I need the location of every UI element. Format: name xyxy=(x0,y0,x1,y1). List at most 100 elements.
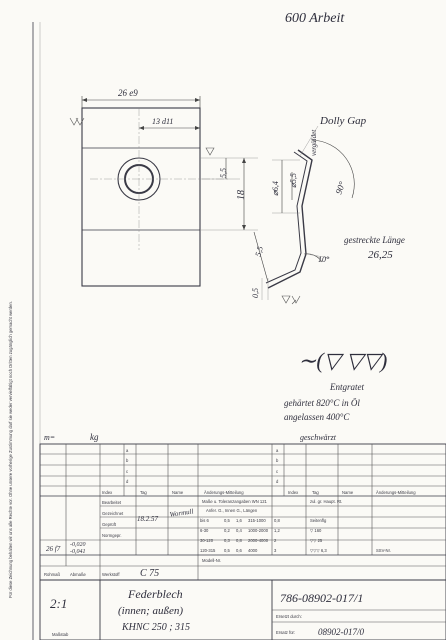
side-view: ⌀6,4 ⌀5,5 90° 10° 5,5 0,5 vergüldet xyxy=(251,129,355,305)
dim-55b-label: 5,5 xyxy=(254,245,265,257)
svg-text:1,2: 1,2 xyxy=(274,528,280,533)
svg-text:1,6: 1,6 xyxy=(236,518,242,523)
svg-text:bis 6: bis 6 xyxy=(200,518,210,523)
rev-header: Tag xyxy=(312,490,319,495)
fit-upper: -0,020 xyxy=(70,542,86,548)
title-line-1: Federblech xyxy=(127,587,183,601)
rev-header: Änderungs-Mitteilung xyxy=(376,490,416,495)
revision-letters: a b c d a b c d xyxy=(126,448,279,484)
rev-letter: b xyxy=(126,458,129,463)
rev-letter: c xyxy=(276,469,278,474)
svg-text:2: 2 xyxy=(274,538,277,543)
blackened-note: geschwärzt xyxy=(300,433,337,442)
dim-18-label: 18 xyxy=(236,190,247,200)
rev-header: Änderungs-Mitteilung xyxy=(204,490,244,495)
rev-header: Name xyxy=(172,490,184,495)
mass-label: m= xyxy=(44,433,55,442)
developed-length-label: gestreckte Länge xyxy=(344,235,405,245)
svg-text:120-315: 120-315 xyxy=(200,548,216,553)
side-legal-note: Für diese Zeichnung behalten wir uns all… xyxy=(8,301,13,598)
rev-letter: a xyxy=(276,448,279,453)
scale-label: Maßstab xyxy=(52,632,69,637)
svg-text:6-30: 6-30 xyxy=(200,528,209,533)
surface-mark-left xyxy=(69,117,85,126)
svg-text:0,5: 0,5 xyxy=(224,518,230,523)
svg-text:3: 3 xyxy=(274,548,277,553)
front-view xyxy=(69,107,230,287)
dim-hole-position: 13 d11 xyxy=(139,117,200,130)
rev-header: Tag xyxy=(140,490,147,495)
replaces-label: Ersatz für: xyxy=(276,630,295,635)
rohmass-label: Rohmaß xyxy=(44,572,60,577)
dim-width: 26 e9 xyxy=(81,88,201,108)
dim-hole-label: 13 d11 xyxy=(152,117,173,126)
angle-10-label: 10° xyxy=(318,255,330,264)
profile-outer xyxy=(267,149,313,289)
rev-letter: a xyxy=(126,448,129,453)
surface-symbol: ∼(▽ ▽▽) xyxy=(298,348,387,373)
svg-text:2000-4000: 2000-4000 xyxy=(248,538,269,543)
dim-width-label: 26 e9 xyxy=(118,88,138,98)
svg-text:0,8: 0,8 xyxy=(236,538,242,543)
svg-text:0,8: 0,8 xyxy=(274,518,280,523)
profile-inner xyxy=(265,151,308,284)
deburred-note: Entgratet xyxy=(329,382,364,392)
tolerance-header: Maße u. Toleranzangaben WN 121 xyxy=(202,499,268,504)
title-line-2: (innen; außen) xyxy=(118,605,183,617)
roles-column: Bearbeitet Gezeichnet Geprüft Normgepr. xyxy=(102,500,124,538)
svg-text:30-120: 30-120 xyxy=(200,538,214,543)
svg-text:0,4: 0,4 xyxy=(236,528,242,533)
role-label: Gezeichnet xyxy=(102,511,124,516)
rev-header: Name xyxy=(342,490,354,495)
surface-row: Seitenflg xyxy=(310,518,327,523)
drawn-date: 18.2.57 xyxy=(137,515,159,523)
angle-arc-90 xyxy=(311,139,355,199)
rev-letter: d xyxy=(126,479,129,484)
svg-text:1000-2000: 1000-2000 xyxy=(248,528,269,533)
replaces-value: 08902-017/0 xyxy=(318,627,364,637)
drawn-by: Wormull xyxy=(169,507,194,518)
developed-length-value: 26,25 xyxy=(368,249,393,261)
surface-row: ▽▽▽ 6,3 xyxy=(310,548,327,553)
svg-text:315-1000: 315-1000 xyxy=(248,518,266,523)
replaced-label: Ersetzt durch: xyxy=(276,614,302,619)
role-label: Normgepr. xyxy=(102,533,122,538)
rev-letter: d xyxy=(276,479,279,484)
tolerance-row: 120-315 0,5 0,6 4000 3 xyxy=(200,548,277,553)
surface-row: ▽▽ 25 xyxy=(310,538,323,543)
rev-letter: b xyxy=(276,458,279,463)
fit-code: 26 f7 xyxy=(46,545,61,553)
rev-header: Index xyxy=(288,490,299,495)
model-label: Modell-Nr. xyxy=(202,558,221,563)
mass-unit: kg xyxy=(90,432,99,442)
ssv-label: SSV-Nr. xyxy=(376,548,391,553)
title-block xyxy=(39,443,446,640)
svg-text:4000: 4000 xyxy=(248,548,258,553)
role-label: Bearbeitet xyxy=(102,500,122,505)
surface-table: zul. gr. Haupt. Rt. Seitenflg ▽ 160 ▽▽ 2… xyxy=(310,499,342,553)
tolerance-row: bis 6 0,5 1,6 315-1000 0,8 xyxy=(200,518,280,523)
surface-mark-right xyxy=(205,147,215,156)
vergueldet-note: vergüldet xyxy=(310,129,318,156)
hardened-note: gehärtet 820°C in Öl xyxy=(284,398,360,408)
dim-vertical: 5,5 18 xyxy=(200,157,258,231)
revision-header-row: Index Tag Name Änderungs-Mitteilung Inde… xyxy=(102,490,416,495)
top-note: 600 Arbeit xyxy=(285,11,345,26)
angle-90-label: 90° xyxy=(334,180,348,196)
svg-text:0,3: 0,3 xyxy=(224,538,230,543)
tolerance-table: Maße u. Toleranzangaben WN 121 Anfer. G.… xyxy=(200,499,280,553)
tolerance-sub: Anfer. G., Innen G., Längen xyxy=(206,508,258,513)
drawing-number: 786-08902-017/1 xyxy=(280,591,363,605)
rev-letter: c xyxy=(126,469,128,474)
werkstoff-label: Werkstoff xyxy=(102,572,120,577)
surface-row: ▽ 160 xyxy=(310,528,322,533)
tolerance-row: 6-30 0,2 0,4 1000-2000 1,2 xyxy=(200,528,280,533)
svg-text:0,2: 0,2 xyxy=(224,528,230,533)
dim-dia64-label: ⌀6,4 xyxy=(271,181,280,196)
rev-header: Index xyxy=(102,490,113,495)
svg-text:0,5: 0,5 xyxy=(224,548,230,553)
scale-value: 2:1 xyxy=(50,596,67,611)
title-line-3: KHNC 250 ; 315 xyxy=(121,622,190,633)
tolerance-row: 30-120 0,3 0,8 2000-4000 2 xyxy=(200,538,277,543)
